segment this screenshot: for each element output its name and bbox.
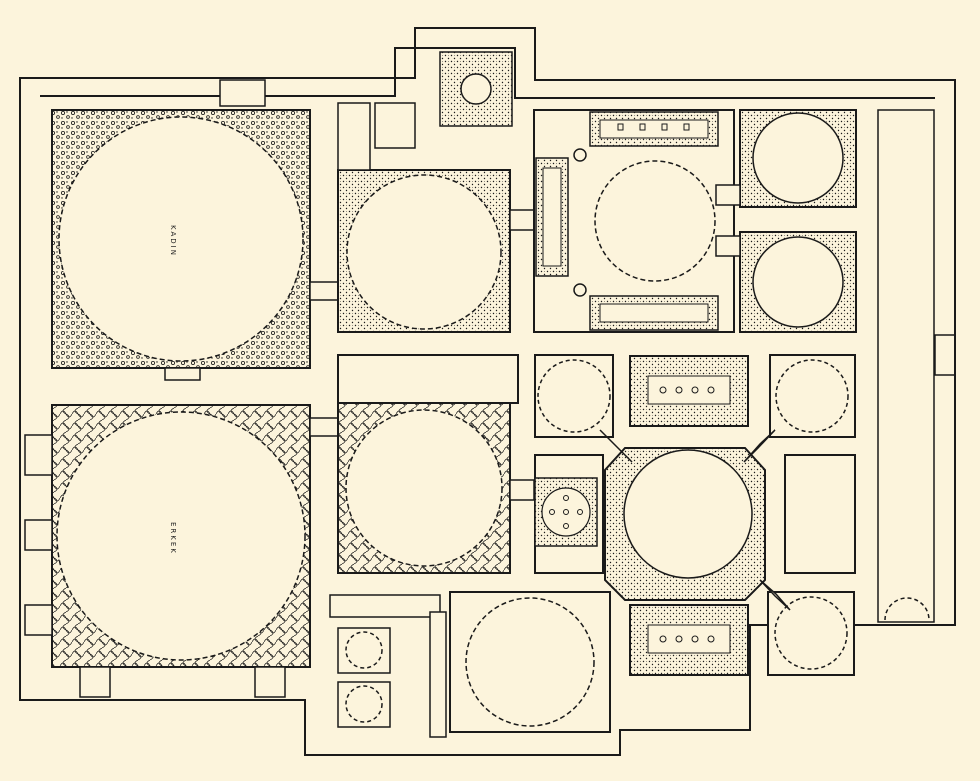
upper-central-room (533, 109, 735, 333)
kadin-hall (51, 79, 339, 381)
lower-large-room (449, 591, 611, 733)
corner-cells (534, 354, 856, 676)
upper-right-cells (715, 109, 857, 333)
outer-wall (19, 27, 956, 756)
lower-left-cells (329, 594, 447, 738)
erkek-hall (24, 404, 339, 698)
kadin-label: KADIN (169, 225, 177, 257)
erkek-label: ERKEK (169, 522, 177, 555)
lower-middle-room (337, 354, 535, 574)
right-corridor (877, 109, 956, 623)
upper-middle-room (337, 51, 535, 333)
octagonal-room (534, 355, 856, 676)
